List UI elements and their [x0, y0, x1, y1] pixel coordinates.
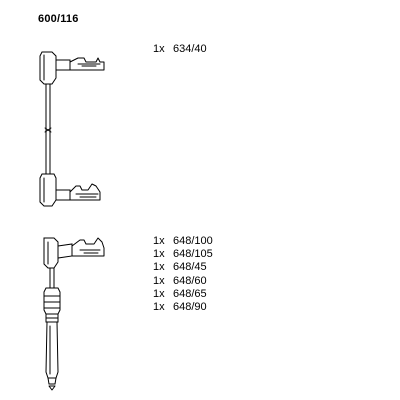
lead-bottom-plug-boot — [43, 287, 61, 391]
part-row: 1x 634/40 — [153, 43, 207, 56]
part-row: 1x 648/100 — [153, 235, 213, 248]
part-quantity: 1x — [153, 248, 165, 261]
part-number: 648/60 — [173, 274, 207, 287]
set-title: 600/116 — [38, 13, 79, 25]
part-number: 634/40 — [173, 43, 207, 55]
part-quantity: 1x — [153, 235, 165, 247]
part-quantity: 1x — [153, 301, 165, 314]
part-row: 1x 648/60 — [153, 275, 213, 288]
parts-list-top: 1x 634/40 — [153, 43, 207, 56]
part-row: 1x 648/90 — [153, 301, 213, 314]
lead-top-cable — [44, 83, 52, 175]
part-row: 1x 648/65 — [153, 288, 213, 301]
part-quantity: 1x — [153, 287, 165, 300]
lead-bottom-connector-upper — [43, 237, 105, 269]
part-quantity: 1x — [153, 261, 165, 274]
part-number: 648/105 — [173, 248, 213, 261]
lead-top-connector-upper — [39, 51, 105, 85]
parts-list-bottom: 1x 648/100 1x 648/105 1x 648/45 1x 648/6… — [153, 235, 213, 314]
part-number: 648/65 — [173, 287, 207, 300]
part-quantity: 1x — [153, 43, 165, 55]
lead-top-connector-lower — [39, 173, 101, 207]
lead-bottom-cable — [49, 267, 55, 289]
part-number: 648/90 — [173, 301, 207, 314]
part-number: 648/45 — [173, 261, 207, 274]
part-row: 1x 648/45 — [153, 261, 213, 274]
part-number: 648/100 — [173, 235, 213, 247]
part-quantity: 1x — [153, 274, 165, 287]
part-row: 1x 648/105 — [153, 248, 213, 261]
